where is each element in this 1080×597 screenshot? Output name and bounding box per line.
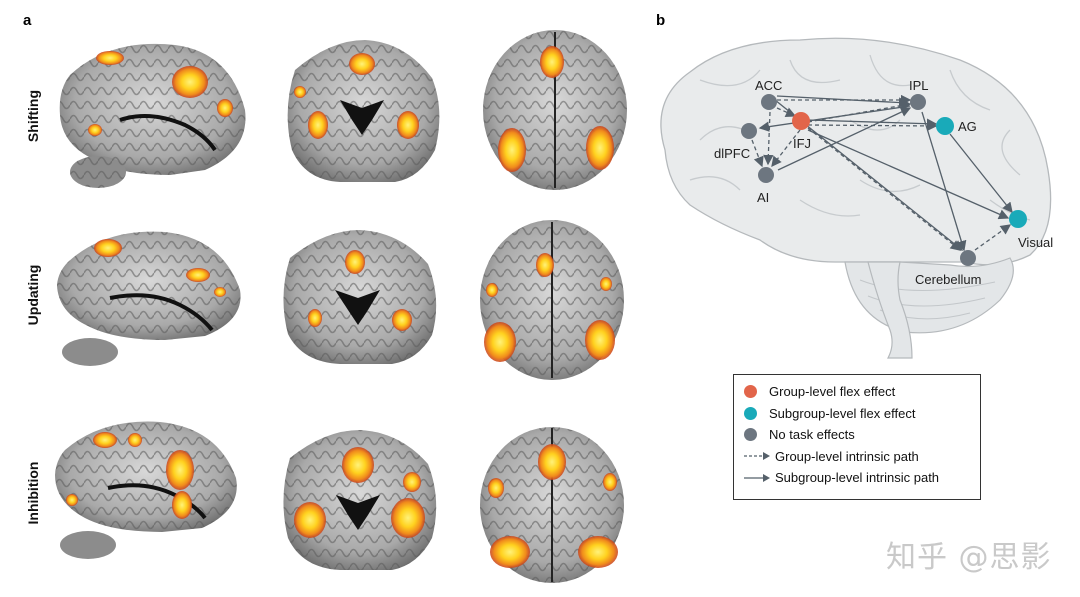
orange-dot-icon [744, 385, 757, 399]
gray-dot-icon [744, 428, 757, 442]
legend-item-group-flex: Group-level flex effect [744, 381, 970, 403]
label-cerebellum: Cerebellum [915, 272, 981, 287]
legend-item-subgroup-flex: Subgroup-level flex effect [744, 403, 970, 425]
panel-b-letter: b [656, 12, 666, 29]
label-acc: ACC [755, 78, 782, 93]
node-ag [936, 117, 954, 135]
sagittal-slice-shifting [59, 43, 246, 188]
legend-label: Subgroup-level flex effect [769, 405, 916, 421]
label-dlpfc: dlPFC [714, 146, 750, 161]
coronal-slice-shifting [287, 40, 440, 182]
coronal-slice-updating [283, 230, 437, 364]
legend-item-subgroup-path: Subgroup-level intrinsic path [744, 467, 970, 489]
watermark: 知乎 @思影 [886, 540, 1052, 575]
sagittal-slice-updating [57, 231, 241, 366]
axial-slice-shifting [483, 30, 627, 190]
node-visual [1009, 210, 1027, 228]
node-ipl [910, 94, 926, 110]
label-ipl: IPL [909, 78, 929, 93]
subgroup-level-paths [758, 95, 1013, 252]
coronal-slice-inhibition [283, 430, 437, 570]
legend-label: Group-level flex effect [769, 384, 896, 400]
dashed-arrow-icon [744, 452, 770, 461]
node-acc [761, 94, 777, 110]
legend: Group-level flex effect Subgroup-level f… [733, 374, 981, 500]
axial-slice-inhibition [480, 427, 624, 583]
brain-slices-grid [55, 30, 627, 583]
label-ifj: IFJ [793, 136, 811, 151]
label-ai: AI [757, 190, 769, 205]
label-visual: Visual [1018, 235, 1053, 250]
teal-dot-icon [744, 406, 757, 420]
legend-item-no-effects: No task effects [744, 424, 970, 446]
node-cerebellum [960, 250, 976, 266]
brain-outline [660, 37, 1052, 359]
axial-slice-updating [480, 220, 624, 380]
legend-label: No task effects [769, 427, 855, 443]
node-ai [758, 167, 774, 183]
node-dlpfc [741, 123, 757, 139]
node-ifj [792, 112, 810, 130]
legend-label: Subgroup-level intrinsic path [775, 470, 940, 486]
solid-arrow-icon [744, 473, 770, 482]
sagittal-slice-inhibition [55, 421, 237, 559]
label-ag: AG [958, 119, 977, 134]
legend-item-group-path: Group-level intrinsic path [744, 446, 970, 468]
group-level-paths [751, 94, 1012, 251]
legend-label: Group-level intrinsic path [775, 448, 919, 464]
panel-a-letter: a [23, 12, 32, 29]
